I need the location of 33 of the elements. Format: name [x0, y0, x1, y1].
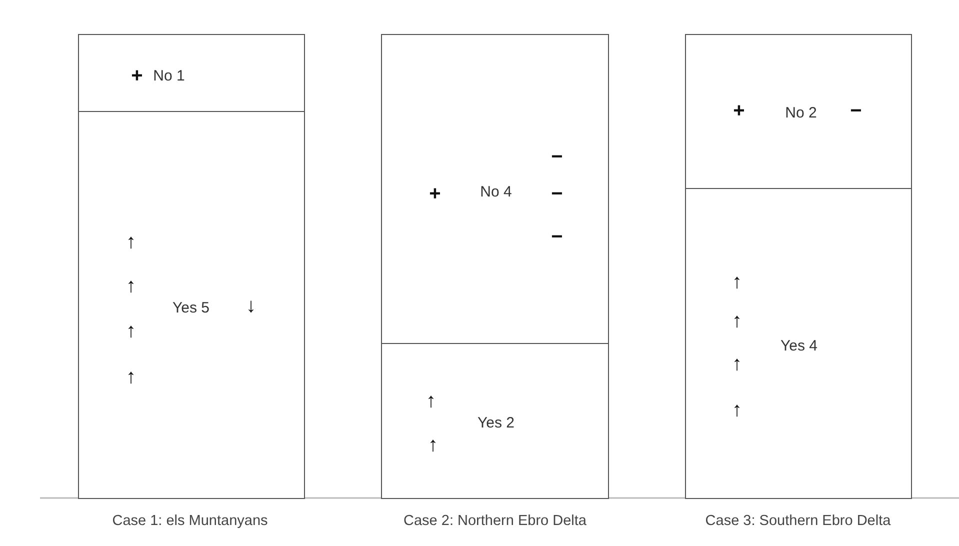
category-label: Yes 5 [172, 300, 210, 316]
up-arrow-symbol: ↑ [732, 311, 742, 331]
category-box [78, 111, 305, 499]
minus-sign: − [551, 227, 563, 247]
category-label: No 1 [153, 68, 185, 84]
category-box [381, 343, 609, 499]
category-label: Yes 4 [780, 338, 818, 354]
up-arrow-symbol: ↑ [732, 400, 742, 420]
minus-sign: − [551, 147, 563, 167]
up-arrow-symbol: ↑ [126, 367, 136, 387]
up-arrow-symbol: ↑ [732, 272, 742, 292]
case-caption: Case 2: Northern Ebro Delta [404, 513, 586, 529]
category-box [78, 34, 305, 112]
category-label: Yes 2 [478, 416, 514, 430]
category-box [381, 34, 609, 344]
up-arrow-symbol: ↑ [428, 435, 438, 455]
category-label: No 2 [785, 106, 817, 120]
plus-sign: + [131, 66, 143, 86]
up-arrow-symbol: ↑ [126, 321, 136, 341]
up-arrow-symbol: ↑ [126, 232, 136, 252]
minus-sign: − [551, 184, 563, 204]
up-arrow-symbol: ↑ [732, 354, 742, 374]
minus-sign: − [850, 101, 862, 121]
plus-sign: + [733, 101, 745, 121]
up-arrow-symbol: ↑ [126, 276, 136, 296]
case-caption: Case 1: els Muntanyans [112, 513, 268, 529]
category-label: No 4 [480, 184, 512, 200]
case-caption: Case 3: Southern Ebro Delta [705, 513, 891, 529]
category-box [685, 188, 912, 499]
down-arrow-symbol: ↓ [246, 296, 256, 316]
up-arrow-symbol: ↑ [426, 391, 436, 411]
category-box [685, 34, 912, 189]
plus-sign: + [429, 184, 441, 204]
